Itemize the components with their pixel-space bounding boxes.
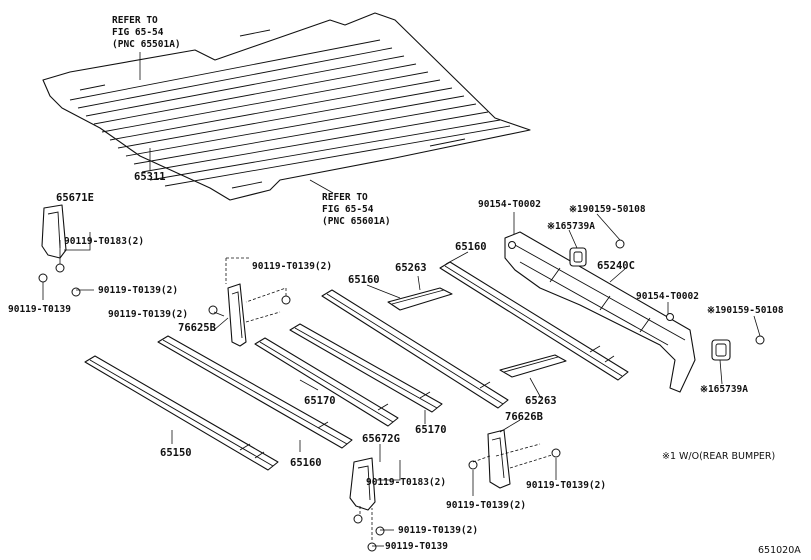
label-65150: 65150 <box>160 447 192 459</box>
bracket-76626B <box>487 429 511 489</box>
label-90159-50108-a: ※190159-50108 <box>569 204 646 215</box>
bracket-65671E <box>41 204 67 259</box>
sill-65170-upper <box>289 323 443 413</box>
bolt-icons <box>38 239 765 552</box>
dashed-assembly-lines <box>225 257 553 540</box>
label-90119-T0139-b: 90119-T0139 <box>385 541 448 552</box>
label-65739A-b: ※165739A <box>700 384 748 395</box>
leader-lines <box>42 52 761 547</box>
pad-65739A-upper <box>569 247 587 267</box>
label-65240C: 65240C <box>597 260 635 272</box>
label-65263-b: 65263 <box>525 395 557 407</box>
label-90154-T0002-b: 90154-T0002 <box>636 291 699 302</box>
label-65311: 65311 <box>134 171 166 183</box>
ref-bottom-line2: FIG 65-54 <box>322 204 374 215</box>
sill-65160-left <box>157 335 353 449</box>
label-65160-b: 65160 <box>348 274 380 286</box>
cross-sill-65263-upper <box>387 287 453 311</box>
label-90154-T0002-a: 90154-T0002 <box>478 199 541 210</box>
label-65160-a: 65160 <box>455 241 487 253</box>
ref-bottom-line1: REFER TO <box>322 192 368 203</box>
label-90119-T0139-2-a: 90119-T0139(2) <box>98 285 178 296</box>
label-65671E: 65671E <box>56 192 94 204</box>
label-65170-a: 65170 <box>304 395 336 407</box>
figure-code: 651020A <box>758 545 801 556</box>
label-65160-c: 65160 <box>290 457 322 469</box>
label-65739A-a: ※165739A <box>547 221 595 232</box>
footnote: ※1 W/O(REAR BUMPER) <box>662 451 775 462</box>
label-90119-T0139-2-c: 90119-T0139(2) <box>108 309 188 320</box>
label-90119-T0183-a: 90119-T0183(2) <box>64 236 144 247</box>
label-76625B: 76625B <box>178 322 216 334</box>
label-65263-a: 65263 <box>395 262 427 274</box>
ref-top-line3: (PNC 65501A) <box>112 39 181 50</box>
crossmember-65240C <box>504 231 696 393</box>
sill-65150 <box>84 355 279 471</box>
ref-bottom-line3: (PNC 65601A) <box>322 216 391 227</box>
label-76626B: 76626B <box>505 411 543 423</box>
bracket-65672G <box>349 457 376 511</box>
sill-65170-lower <box>254 337 399 427</box>
label-65672G: 65672G <box>362 433 400 445</box>
pad-65739A-lower <box>711 339 731 361</box>
ref-top-line1: REFER TO <box>112 15 158 26</box>
label-90159-50108-b: ※190159-50108 <box>707 305 784 316</box>
cross-sill-65263-lower <box>499 354 567 378</box>
ref-top-line2: FIG 65-54 <box>112 27 164 38</box>
label-90119-T0139-a: 90119-T0139 <box>8 304 71 315</box>
label-90119-T0139-2-f: 90119-T0139(2) <box>526 480 606 491</box>
label-90119-T0139-2-d: 90119-T0139(2) <box>398 525 478 536</box>
label-65170-b: 65170 <box>415 424 447 436</box>
floor-panel-65311 <box>42 12 531 201</box>
label-90119-T0183-b: 90119-T0183(2) <box>366 477 446 488</box>
label-90119-T0139-2-b: 90119-T0139(2) <box>252 261 332 272</box>
sill-65160-middle <box>321 289 509 409</box>
label-90119-T0139-2-e: 90119-T0139(2) <box>446 500 526 511</box>
bracket-76625B <box>227 283 247 347</box>
